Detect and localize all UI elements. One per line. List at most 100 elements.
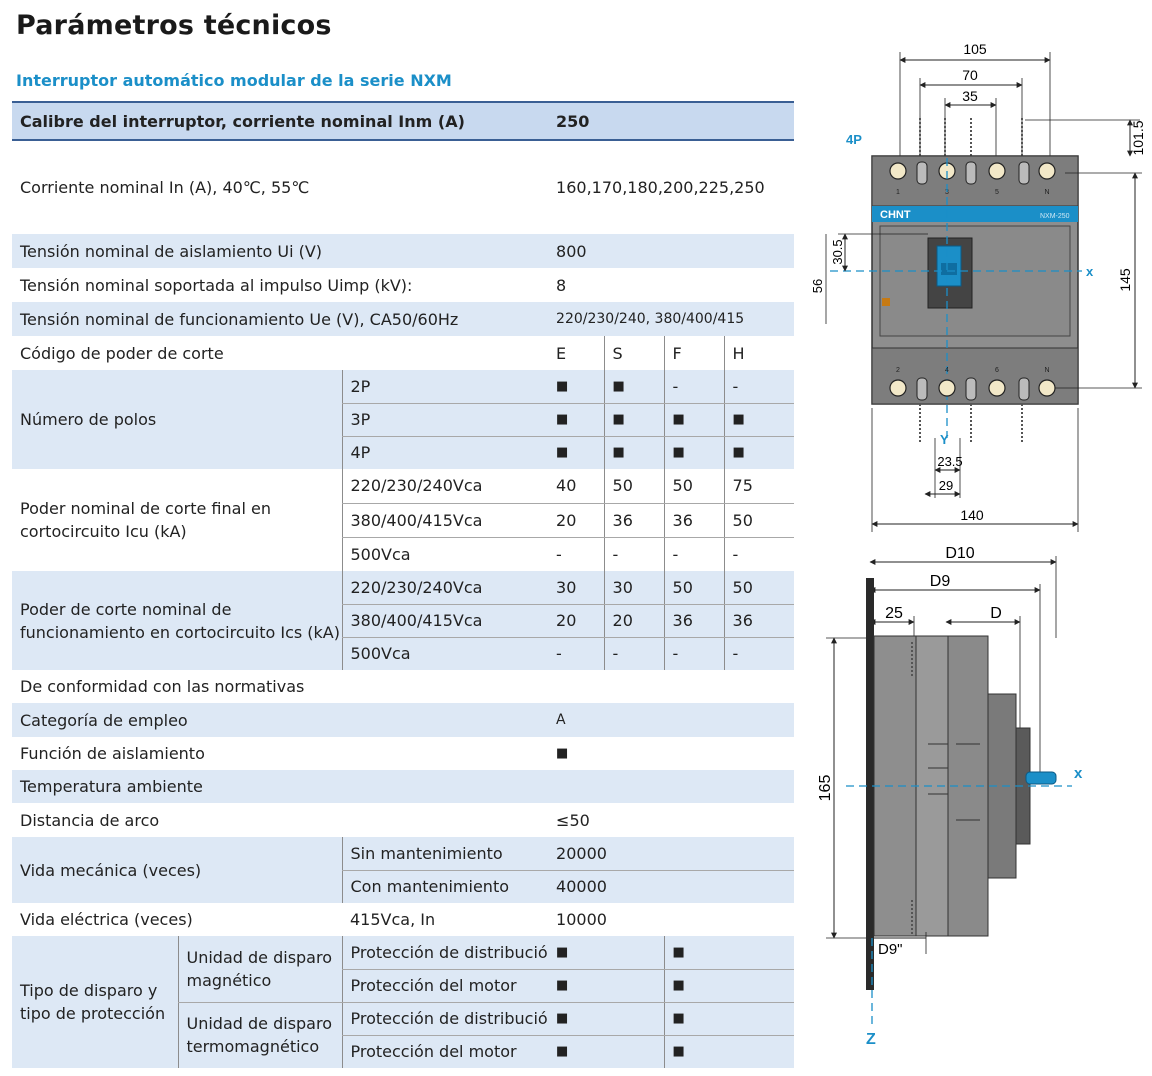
- category-row: Categoría de empleo A: [12, 703, 795, 737]
- terminal-label: 1: [896, 189, 900, 196]
- axis-x-label: x: [1086, 264, 1094, 279]
- protection-mark: ■: [548, 936, 665, 970]
- ics-value: 20: [603, 604, 665, 638]
- front-view: 4P 105 70 35 101.5 CHNT NXM-25: [810, 41, 1146, 532]
- icu-value: -: [663, 537, 725, 571]
- pole-mark: ■: [663, 403, 725, 437]
- ics-value: -: [723, 637, 795, 670]
- pole-mark: ■: [723, 403, 795, 437]
- icu-value: 36: [663, 503, 725, 538]
- impulse-row: Tensión nominal soportada al impulso Uim…: [12, 268, 795, 302]
- rated-current-label: Corriente nominal In (A), 40℃, 55℃: [12, 152, 549, 222]
- ambient-label: Temperatura ambiente: [12, 770, 795, 803]
- dim-35: 35: [962, 88, 978, 104]
- breaking-code-label: Código de poder de corte: [12, 336, 549, 370]
- mounting-plate: [866, 578, 874, 990]
- ics-value: 50: [723, 571, 795, 605]
- impulse-label: Tensión nominal soportada al impulso Uim…: [12, 268, 549, 302]
- pole-name: 3P: [341, 403, 549, 437]
- pole-name: 4P: [341, 436, 549, 469]
- breaker-diagram: 4P 105 70 35 101.5 CHNT NXM-25: [810, 41, 1146, 1048]
- protection-mark: ■: [548, 1002, 665, 1036]
- top-terminals: 1 3 5 N: [889, 161, 1056, 196]
- pole-label: 4P: [846, 132, 862, 147]
- arc-row: Distancia de arco ≤50: [12, 803, 795, 837]
- terminal-label: 5: [995, 189, 999, 196]
- elec-life-label: Vida eléctrica (veces): [12, 903, 342, 936]
- dim-56: 56: [810, 279, 825, 293]
- side-view: D10 D9 25 D: [817, 545, 1083, 1048]
- axis-z-label: Z: [866, 1031, 876, 1048]
- header-label: Calibre del interruptor, corriente nomin…: [12, 101, 549, 141]
- spacer: [12, 140, 795, 152]
- icu-voltage: 220/230/240Vca: [341, 469, 549, 504]
- terminal-label: N: [1044, 189, 1049, 196]
- poles-label: Número de polos: [12, 370, 342, 469]
- icu-value: -: [548, 537, 605, 571]
- trip-row: Tipo de disparo y tipo de protección Uni…: [12, 936, 795, 1068]
- protection-mark: ■: [663, 1002, 795, 1036]
- brand-strip: [872, 206, 1078, 222]
- icu-value: 36: [603, 503, 665, 538]
- icu-value: 50: [603, 469, 665, 504]
- category-value: A: [548, 703, 795, 737]
- icu-row: 380/400/415Vca 20 36 36 50: [12, 503, 795, 538]
- dim-d10: D10: [945, 545, 974, 562]
- protection-label: Protección de distribución: [341, 1002, 549, 1036]
- icu-value: -: [603, 537, 665, 571]
- breaking-code-row: Código de poder de corte E S F H: [12, 336, 795, 370]
- pole-mark: ■: [603, 436, 665, 469]
- insulation-label: Tensión nominal de aislamiento Ui (V): [12, 234, 549, 268]
- header-value: 250: [548, 101, 795, 141]
- protection-mark: ■: [663, 969, 795, 1003]
- icu-voltage: 380/400/415Vca: [341, 503, 549, 538]
- icu-value: 20: [548, 503, 605, 538]
- terminal-label: 3: [945, 189, 949, 196]
- impulse-value: 8: [548, 268, 795, 302]
- operating-value: 220/230/240, 380/400/415: [548, 302, 795, 336]
- icu-label: Poder nominal de corte final en cortocir…: [12, 469, 342, 571]
- ics-value: 36: [663, 604, 725, 638]
- ics-value: 36: [723, 604, 795, 638]
- icu-row: 500Vca - - - -: [12, 537, 795, 571]
- header-row: Calibre del interruptor, corriente nomin…: [12, 101, 795, 141]
- insulation-value: 800: [548, 234, 795, 268]
- trip-row: Unidad de disparo termomagnético Protecc…: [12, 1002, 795, 1068]
- code-s: S: [603, 336, 665, 370]
- dim-d: D: [990, 605, 1002, 622]
- poles-row: Número de polos 2P ■ ■ - -: [12, 370, 795, 469]
- terminal-label: 4: [945, 367, 949, 374]
- icu-row: Poder nominal de corte final en cortocir…: [12, 469, 795, 571]
- side-body-front: [873, 635, 917, 937]
- status-indicator: [882, 298, 890, 306]
- ics-value: -: [548, 637, 605, 670]
- poles-row: 4P ■ ■ ■ ■: [12, 436, 795, 469]
- arc-value: ≤50: [548, 803, 795, 837]
- ics-value: 30: [603, 571, 665, 605]
- ics-value: 30: [548, 571, 605, 605]
- icu-value: -: [723, 537, 795, 571]
- rated-current-row: Corriente nominal In (A), 40℃, 55℃ 160,1…: [12, 152, 795, 222]
- mech-life-condition: Con mantenimiento: [341, 870, 549, 903]
- pole-mark: -: [723, 370, 795, 404]
- trip-row: Protección del motor ■ ■: [12, 1035, 795, 1068]
- icu-value: 40: [548, 469, 605, 504]
- dim-29: 29: [939, 478, 953, 493]
- mech-life-row: Vida mecánica (veces) Sin mantenimiento …: [12, 837, 795, 903]
- ambient-row: Temperatura ambiente: [12, 770, 795, 803]
- isolation-label: Función de aislamiento: [12, 737, 549, 770]
- ics-value: 50: [663, 571, 725, 605]
- dim-101-5: 101.5: [1130, 120, 1146, 155]
- thermomagnetic-unit: Unidad de disparo termomagnético: [177, 1002, 342, 1068]
- insulation-row: Tensión nominal de aislamiento Ui (V) 80…: [12, 234, 795, 268]
- pole-mark: ■: [663, 436, 725, 469]
- pole-mark: ■: [603, 403, 665, 437]
- ics-voltage: 220/230/240Vca: [341, 571, 549, 605]
- dim-d9pp: D9": [878, 941, 903, 958]
- mech-life-value: 40000: [548, 870, 795, 903]
- pole-mark: -: [663, 370, 725, 404]
- operating-row: Tensión nominal de funcionamiento Ue (V)…: [12, 302, 795, 336]
- mech-life-value: 20000: [548, 837, 795, 871]
- protection-label: Protección del motor: [341, 969, 549, 1003]
- dim-105: 105: [963, 41, 987, 57]
